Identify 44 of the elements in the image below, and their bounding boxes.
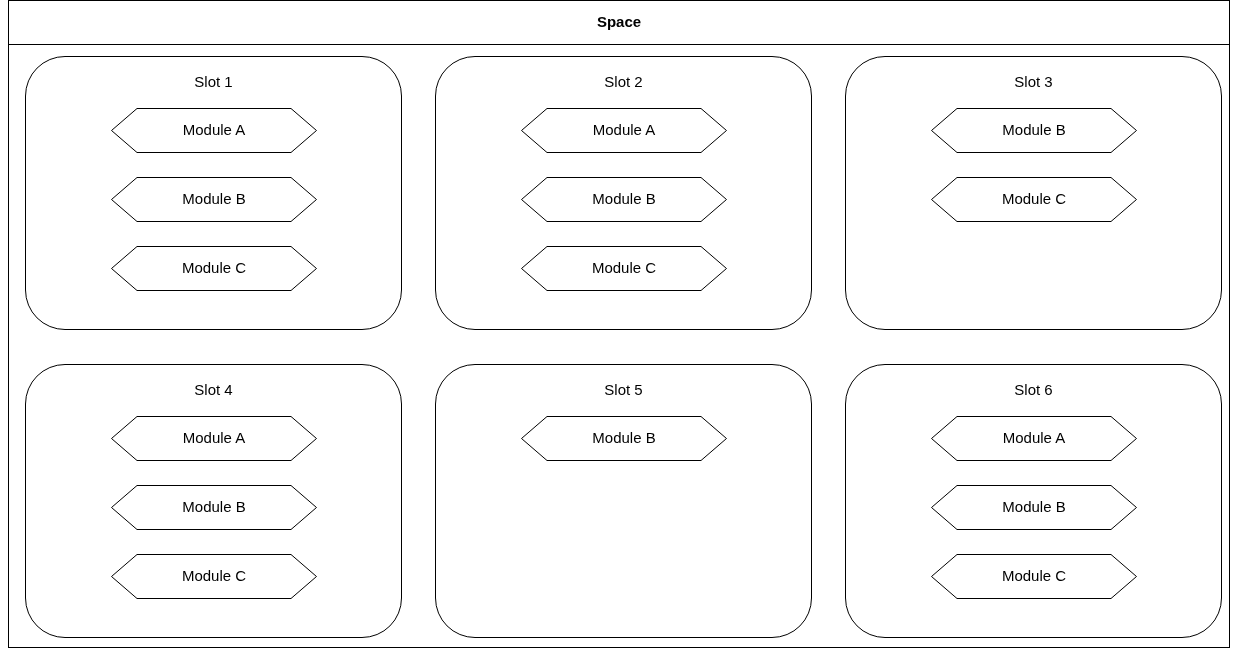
- slot-box: [845, 56, 1222, 330]
- module-label: Module B: [592, 428, 656, 449]
- module-label: Module A: [1002, 428, 1066, 449]
- module-label: Module B: [182, 189, 246, 210]
- hexagon-node: [111, 246, 317, 291]
- hexagon-node: [521, 108, 727, 153]
- module-label: Module C: [591, 258, 657, 279]
- module-label: Module B: [182, 497, 246, 518]
- slot-box: [845, 364, 1222, 638]
- module-label: Module A: [592, 120, 656, 141]
- hexagon-node: [111, 416, 317, 461]
- hexagon-node: [931, 485, 1137, 530]
- module-label: Module B: [1002, 497, 1066, 518]
- slot-title: Slot 2: [604, 72, 643, 92]
- slot-box: [25, 364, 402, 638]
- module-label: Module A: [182, 120, 246, 141]
- slot-box: [25, 56, 402, 330]
- module-label: Module C: [1001, 189, 1067, 210]
- slot-title: Slot 1: [194, 72, 233, 92]
- hexagon-node: [931, 416, 1137, 461]
- hexagon-node: [521, 416, 727, 461]
- hexagon-node: [111, 554, 317, 599]
- hexagon-node: [931, 177, 1137, 222]
- hexagon-node: [521, 177, 727, 222]
- module-label: Module C: [181, 258, 247, 279]
- slot-title: Slot 3: [1014, 72, 1053, 92]
- module-label: Module C: [181, 566, 247, 587]
- module-label: Module B: [592, 189, 656, 210]
- hexagon-node: [931, 554, 1137, 599]
- slot-box: [435, 364, 812, 638]
- hexagon-node: [111, 108, 317, 153]
- slot-box: [435, 56, 812, 330]
- hexagon-node: [521, 246, 727, 291]
- slot-title: Slot 4: [194, 380, 233, 400]
- hexagon-node: [111, 177, 317, 222]
- container-box: [8, 0, 1230, 648]
- slot-title: Slot 6: [1014, 380, 1053, 400]
- hexagon-node: [111, 485, 317, 530]
- slot-title: Slot 5: [604, 380, 643, 400]
- module-label: Module A: [182, 428, 246, 449]
- container-title: Space: [596, 12, 642, 33]
- module-label: Module C: [1001, 566, 1067, 587]
- hexagon-node: [931, 108, 1137, 153]
- module-label: Module B: [1002, 120, 1066, 141]
